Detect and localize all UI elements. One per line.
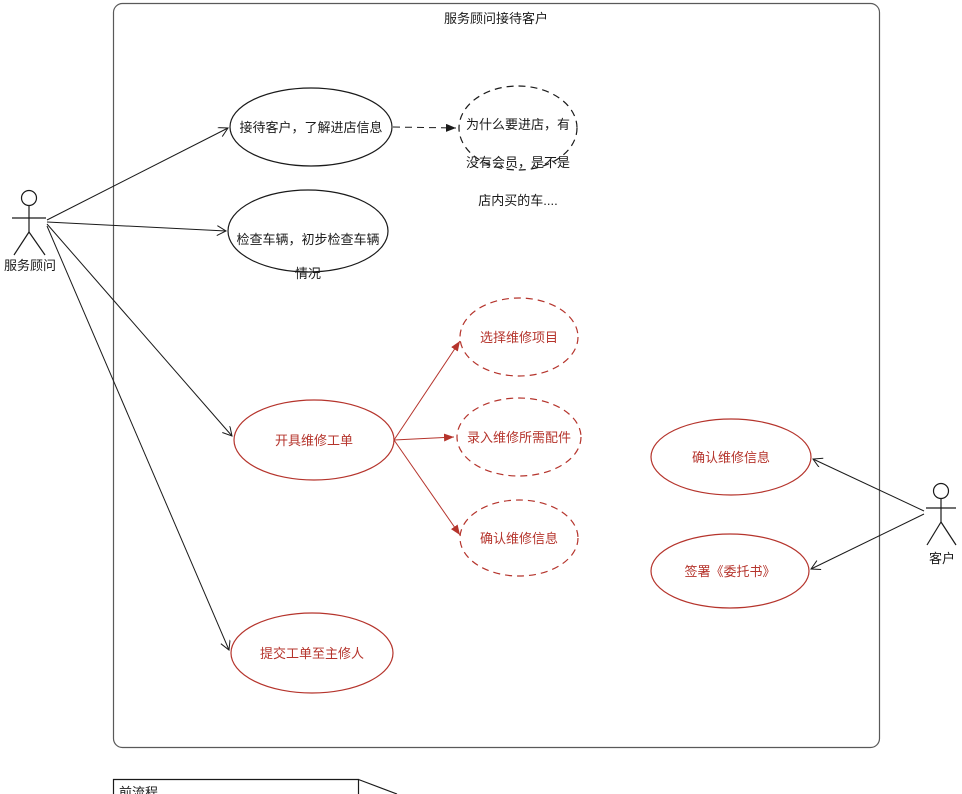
usecase-inspect-vehicle bbox=[227, 189, 389, 273]
connector-advisor-inspect-vehicle bbox=[46, 221, 226, 231]
connector-advisor-submit-work-order bbox=[46, 225, 229, 650]
connector-advisor-receive-customer bbox=[46, 128, 228, 221]
usecase-sign-authorization bbox=[650, 533, 810, 609]
connector-workorder-enter-parts bbox=[393, 433, 455, 442]
usecase-enter-required-parts bbox=[456, 397, 582, 477]
note-ellipse bbox=[458, 85, 578, 171]
usecase-receive-customer bbox=[229, 87, 393, 167]
connector-customer-sign-authorization bbox=[811, 513, 925, 569]
connector-workorder-confirm-info bbox=[393, 439, 461, 536]
actor-customer-icon bbox=[926, 482, 957, 546]
bottom-partial-shape bbox=[112, 778, 398, 794]
usecase-submit-work-order bbox=[230, 612, 394, 694]
usecase-confirm-repair-info bbox=[650, 418, 812, 496]
connector-advisor-create-work-order bbox=[46, 223, 232, 436]
connector-workorder-select-items bbox=[393, 340, 461, 441]
actor-service-advisor-icon bbox=[12, 189, 46, 256]
connector-receive-customer-note bbox=[392, 123, 457, 132]
usecase-confirm-repair-info-step bbox=[459, 499, 579, 577]
usecase-select-repair-items bbox=[459, 297, 579, 377]
usecase-create-work-order bbox=[233, 399, 395, 481]
connector-customer-confirm-info bbox=[813, 459, 925, 512]
system-boundary bbox=[112, 2, 881, 749]
